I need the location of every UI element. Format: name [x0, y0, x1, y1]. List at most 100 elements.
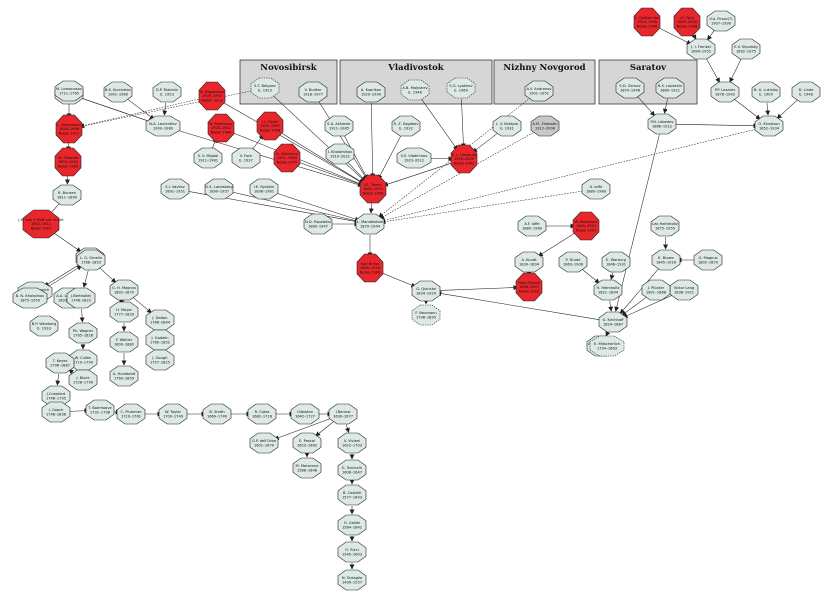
node-label-line: N.D. Papaleksi — [305, 220, 331, 224]
edge-pdrude-to-hhelm — [581, 268, 600, 284]
person-node-vfirsov[interactable]: V.A. Firsov(?)1907–1990 — [706, 10, 736, 32]
node-shape — [249, 178, 279, 200]
node-label-line: 1921–1989 — [277, 156, 298, 160]
person-node-jlvorm[interactable]: J.H. van 't Hoff van Vught1852–1911Nobel… — [17, 209, 64, 239]
node-shape — [593, 279, 623, 301]
node-label-line: 1920–1990 — [361, 92, 382, 96]
